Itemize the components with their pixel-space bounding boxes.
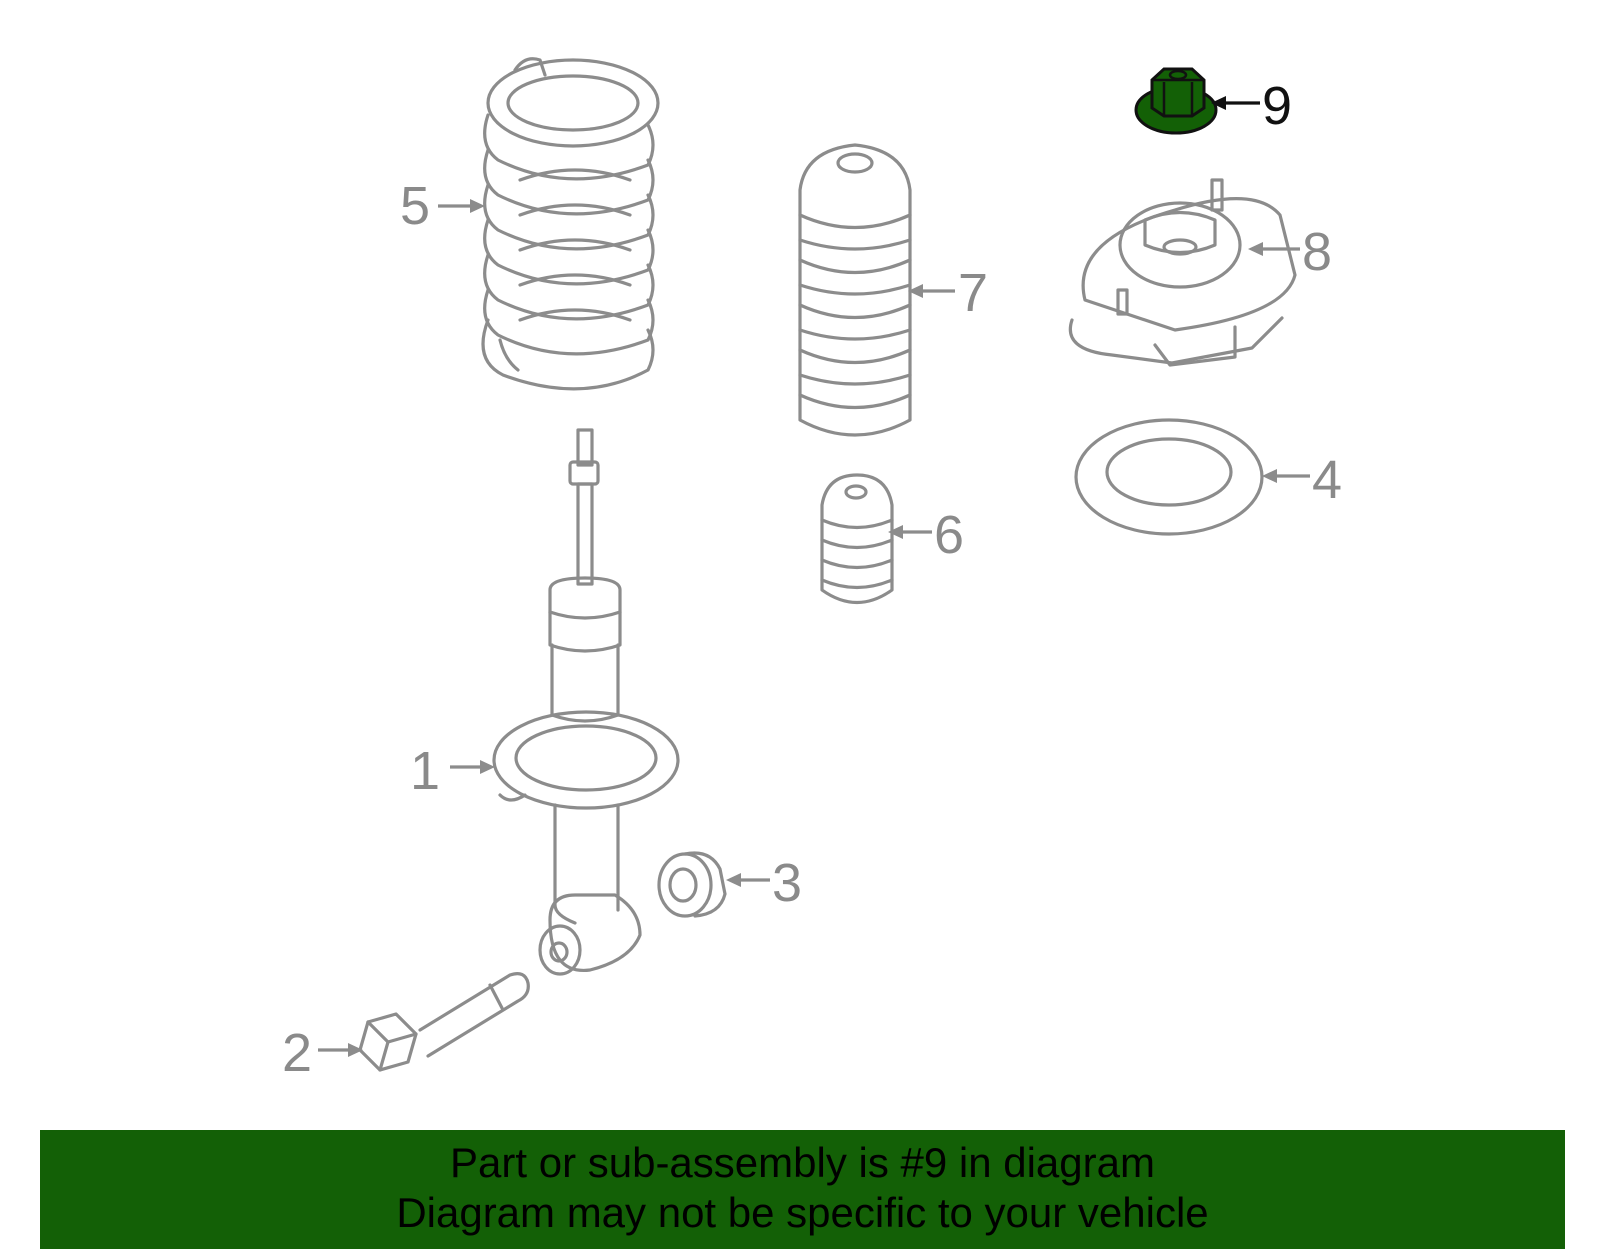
- banner-line-disclaimer: Diagram may not be specific to your vehi…: [396, 1189, 1209, 1236]
- flange-nut-part-9: [1134, 67, 1218, 135]
- bushing-part-3: [657, 851, 727, 918]
- callout-6: 6: [888, 505, 964, 565]
- suspension-parts-diagram: 5 7 9 8: [282, 57, 1342, 1083]
- strut-mount-part-8: [1068, 178, 1297, 367]
- svg-text:4: 4: [1312, 450, 1342, 510]
- callout-5: 5: [400, 176, 485, 236]
- callout-3: 3: [726, 853, 802, 913]
- svg-text:3: 3: [772, 853, 802, 913]
- banner-line-part-number: Part or sub-assembly is #9 in diagram: [450, 1139, 1155, 1186]
- svg-text:7: 7: [958, 263, 988, 323]
- callout-9: 9: [1211, 76, 1292, 136]
- callout-1: 1: [410, 741, 495, 801]
- shock-absorber-part-1: [492, 428, 680, 976]
- svg-text:1: 1: [410, 741, 440, 801]
- svg-text:5: 5: [400, 176, 430, 236]
- info-banner: Part or sub-assembly is #9 in diagram Di…: [40, 1130, 1565, 1249]
- svg-text:6: 6: [934, 505, 964, 565]
- callout-7: 7: [908, 263, 988, 323]
- bump-stop-part-6: [820, 473, 894, 604]
- svg-text:2: 2: [282, 1023, 312, 1083]
- callout-2: 2: [282, 1023, 363, 1083]
- coil-spring-part-5: [481, 57, 660, 391]
- svg-text:8: 8: [1302, 222, 1332, 282]
- callout-4: 4: [1262, 450, 1342, 510]
- svg-text:9: 9: [1262, 76, 1292, 136]
- dust-boot-part-7: [798, 143, 912, 437]
- spring-seat-part-4: [1074, 418, 1264, 536]
- bolt-part-2: [358, 972, 530, 1072]
- callout-8: 8: [1248, 222, 1332, 282]
